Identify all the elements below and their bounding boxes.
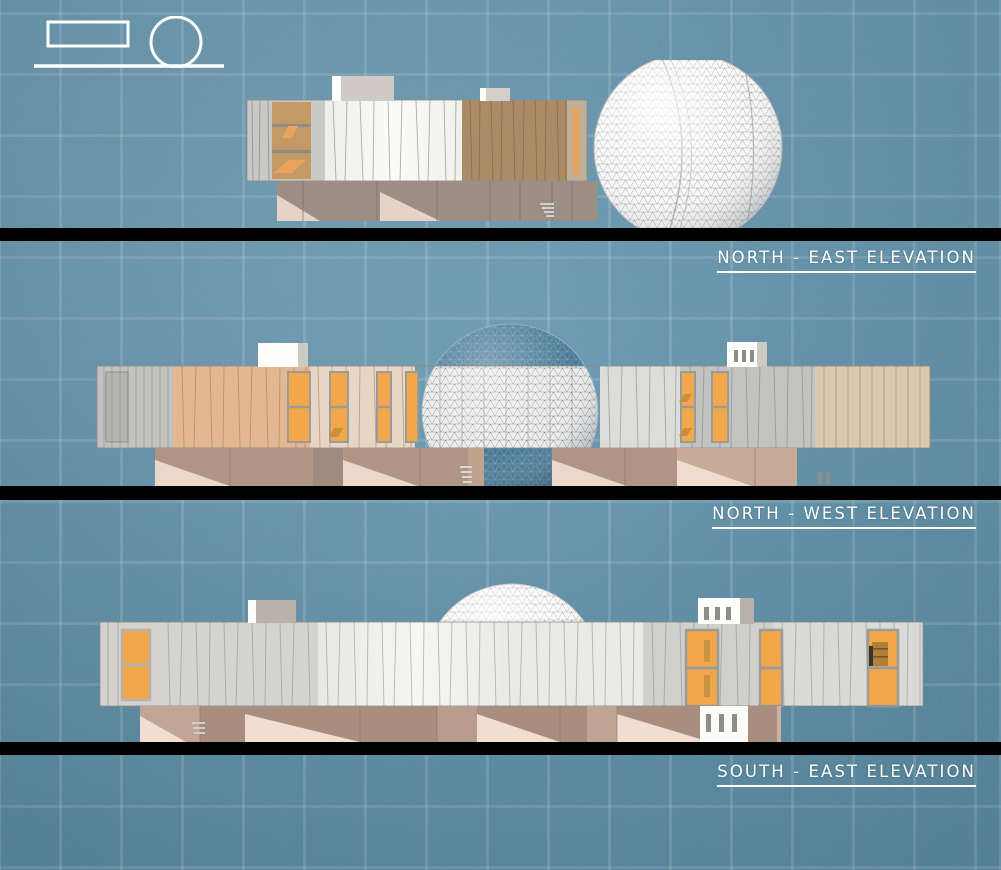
geodesic-sphere-white [593, 60, 783, 228]
divider-bar-3 [0, 742, 1001, 755]
roof-penthouse-boxes [248, 598, 754, 624]
lit-windows [287, 371, 729, 443]
facade-band [96, 365, 931, 449]
lit-windows [120, 628, 900, 708]
label-north-east: NORTH - EAST ELEVATION [717, 248, 976, 273]
facade-band [99, 621, 924, 708]
plinth-ground-storey [155, 448, 830, 486]
label-south-east: SOUTH - EAST ELEVATION [717, 762, 976, 787]
divider-bar-2 [0, 486, 1001, 500]
entrance-doors [700, 706, 748, 742]
facade-band [246, 99, 588, 182]
geodesic-sphere-blue [421, 323, 599, 486]
building-and-sphere-logo [34, 16, 224, 68]
elevation-north-west [96, 323, 931, 486]
roof-penthouse-boxes [258, 342, 767, 367]
furniture-silhouette [869, 642, 888, 666]
roof-penthouse-boxes [332, 76, 510, 101]
divider-bar-1 [0, 228, 1001, 241]
elevation-north-east [246, 60, 783, 228]
plinth-ground-storey [277, 181, 597, 221]
plinth-ground-storey [140, 706, 781, 742]
elevation-south-east [99, 583, 924, 742]
label-north-west: NORTH - WEST ELEVATION [712, 504, 976, 529]
